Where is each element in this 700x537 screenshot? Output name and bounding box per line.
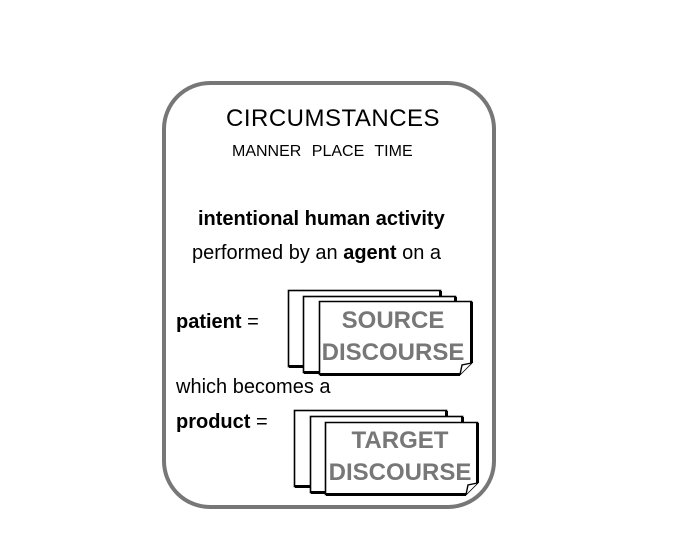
target-discourse-label: TARGET DISCOURSE <box>321 425 479 489</box>
product-term: product <box>176 411 251 433</box>
source-label-line1: SOURCE <box>341 307 445 334</box>
patient-label: patient = <box>176 312 259 332</box>
performed-line: performed by an agent on a <box>192 243 441 263</box>
source-discourse-label: SOURCE DISCOURSE <box>314 305 472 369</box>
target-label-line2: DISCOURSE <box>328 459 472 486</box>
target-label-line1: TARGET <box>351 427 449 454</box>
agent-term: agent <box>343 242 397 264</box>
performed-pre: performed by an <box>192 242 344 264</box>
target-document-stack <box>293 409 479 496</box>
source-label-line2: DISCOURSE <box>321 339 465 366</box>
patient-equals: = <box>241 311 259 333</box>
circumstances-subtitle: MANNER PLACE TIME <box>232 143 413 160</box>
circumstances-title: CIRCUMSTANCES <box>226 105 441 132</box>
source-document-stack <box>287 289 473 376</box>
target-doc-page-front <box>324 421 479 496</box>
product-equals: = <box>250 411 268 433</box>
transition-text: which becomes a <box>176 376 331 398</box>
patient-term: patient <box>176 311 242 333</box>
product-label: product = <box>176 412 268 432</box>
source-doc-page-front <box>318 300 473 376</box>
activity-heading: intentional human activity <box>198 208 445 230</box>
performed-post: on a <box>396 242 442 264</box>
circumstances-frame <box>162 81 496 509</box>
